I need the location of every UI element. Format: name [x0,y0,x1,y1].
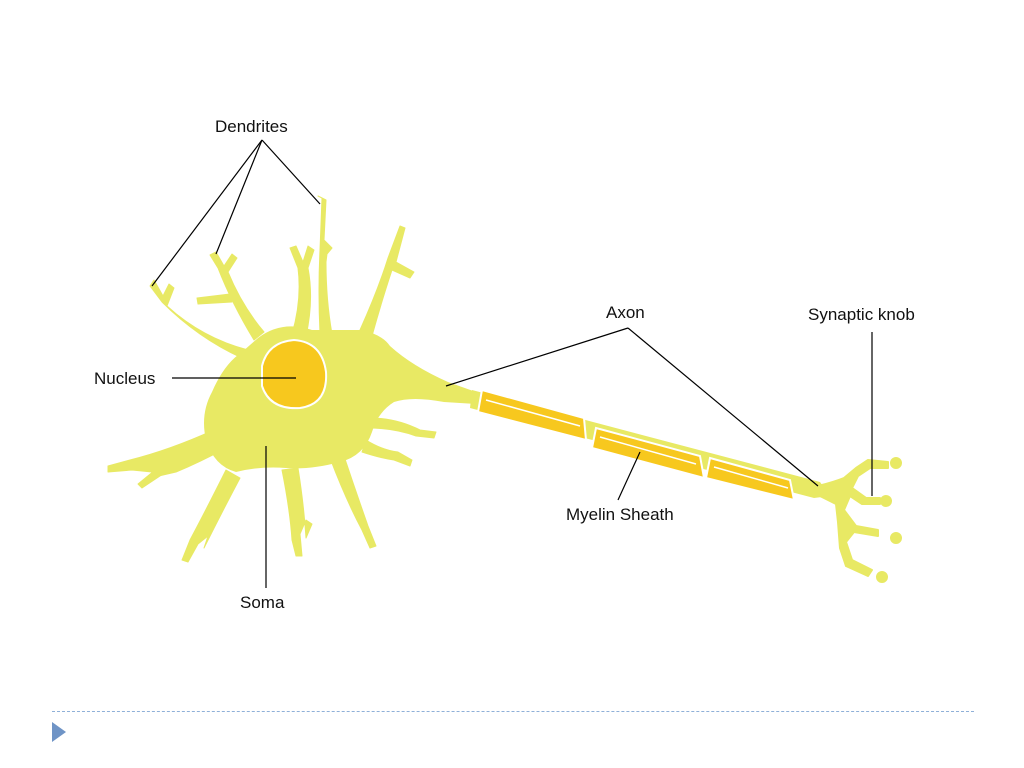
label-dendrites: Dendrites [215,117,288,136]
nucleus-shape [261,338,328,410]
label-axon: Axon [606,303,645,322]
play-triangle-icon [52,722,66,742]
diagram-labels: Dendrites Nucleus Soma Axon Myelin Sheat… [94,117,915,612]
axon-terminals [817,457,902,583]
soma-body [204,326,476,472]
label-soma: Soma [240,593,285,612]
myelin-highlights [485,399,789,489]
leader-axon-1 [445,327,629,387]
label-synaptic-knob: Synaptic knob [808,305,915,324]
label-nucleus: Nucleus [94,369,155,388]
myelin-segments [476,388,796,502]
leader-dendrites-1 [151,139,263,287]
leader-lines [151,139,873,588]
neuron [107,195,902,583]
leader-axon-2 [627,327,819,487]
leader-dendrites-3 [261,139,321,205]
dendrite-branches [107,195,437,563]
footer-divider [52,711,974,712]
label-myelin-sheath: Myelin Sheath [566,505,674,524]
leader-myelin [617,451,641,501]
leader-dendrites-2 [215,139,263,255]
